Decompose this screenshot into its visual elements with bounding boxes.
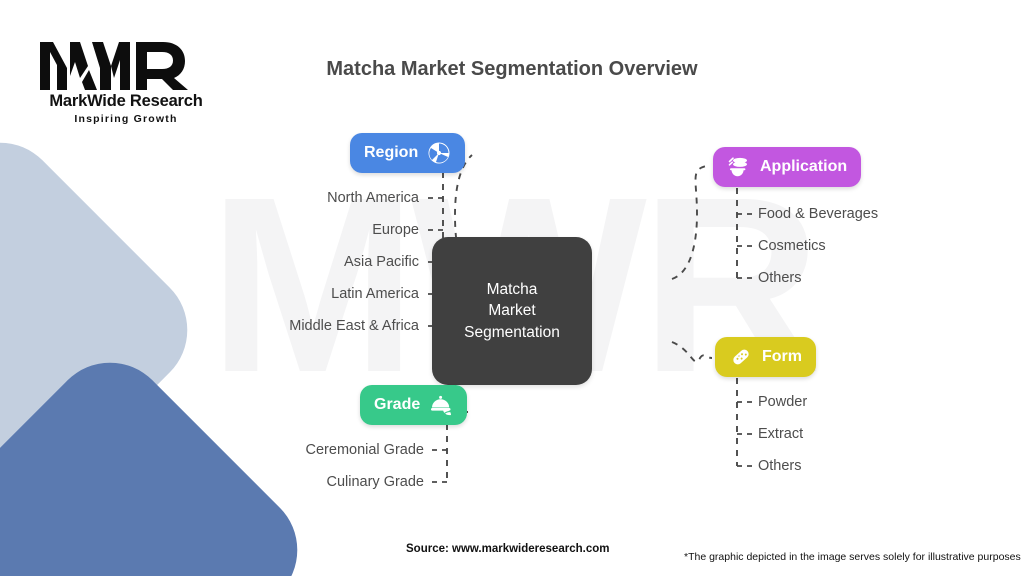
leaf-application-1: Cosmetics xyxy=(758,238,826,254)
capsule-pill-icon xyxy=(729,345,753,369)
leaf-region-2: Asia Pacific xyxy=(344,254,419,270)
leaf-region-4: Middle East & Africa xyxy=(289,318,419,334)
branch-label-application: Application xyxy=(760,158,848,175)
leaf-region-0: North America xyxy=(327,190,419,206)
leaf-form-0: Powder xyxy=(758,394,808,410)
brand-logo: MarkWide Research Inspiring Growth xyxy=(36,32,216,125)
center-line-3: Segmentation xyxy=(464,323,560,341)
source-text: Source: www.markwideresearch.com xyxy=(406,543,610,555)
page-title: Matcha Market Segmentation Overview xyxy=(326,58,698,80)
connector-center-form xyxy=(671,341,713,363)
brand-tagline: Inspiring Growth xyxy=(74,113,178,125)
branch-label-region: Region xyxy=(364,144,419,161)
leaf-region-3: Latin America xyxy=(331,286,419,302)
bowl-stack-icon xyxy=(727,155,751,179)
disclaimer-text: *The graphic depicted in the image serve… xyxy=(684,551,1021,563)
center-line-2: Market xyxy=(488,302,536,320)
leaf-form-1: Extract xyxy=(758,426,804,442)
center-line-1: Matcha xyxy=(486,280,538,298)
branch-label-grade: Grade xyxy=(374,396,421,413)
leaf-grade-0: Ceremonial Grade xyxy=(305,442,424,458)
leaf-grade-1: Culinary Grade xyxy=(326,474,424,490)
mwr-logo-icon xyxy=(40,42,188,90)
connector-center-region xyxy=(454,154,479,280)
leaf-application-0: Food & Beverages xyxy=(758,206,879,222)
branch-label-form: Form xyxy=(762,348,802,365)
branch-badge-form[interactable]: Form xyxy=(715,337,816,377)
branch-badge-application[interactable]: Application xyxy=(713,147,862,187)
brand-name: MarkWide Research xyxy=(49,92,203,110)
globe-icon xyxy=(427,141,451,165)
branch-badge-grade[interactable]: Grade xyxy=(360,385,468,425)
branch-badge-region[interactable]: Region xyxy=(350,133,466,173)
food-cloche-leaf-icon xyxy=(429,393,453,417)
leaf-region-1: Europe xyxy=(372,222,419,238)
leaf-application-2: Others xyxy=(758,270,802,286)
center-node: Matcha Market Segmentation xyxy=(432,237,592,385)
connector-center-application xyxy=(671,165,707,280)
leaf-form-2: Others xyxy=(758,458,802,474)
